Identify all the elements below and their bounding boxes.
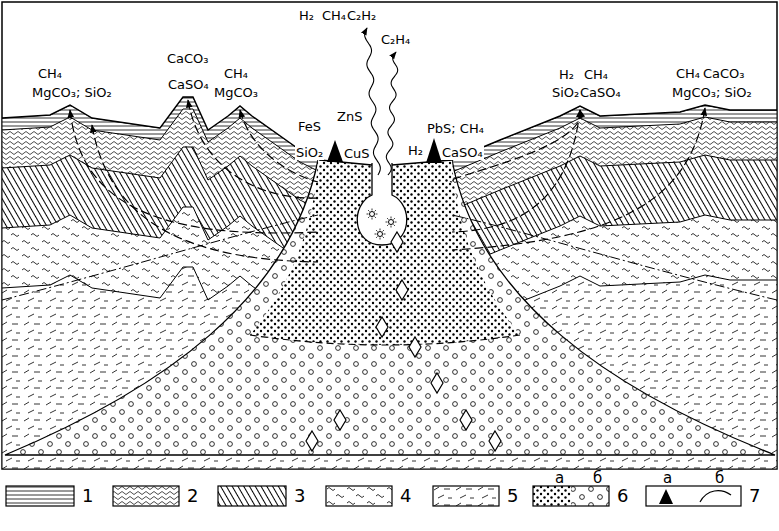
boundary-line — [2, 215, 318, 300]
legend-swatch — [5, 485, 75, 507]
legend-number: 1 — [82, 486, 93, 506]
formula-label: MgCO₃; SiO₂ — [671, 85, 753, 100]
sun-symbol — [375, 229, 386, 240]
legend-letter: а — [662, 471, 673, 486]
legend-number: 4 — [400, 486, 411, 506]
diamond-symbol — [431, 373, 443, 393]
stratum-band — [2, 147, 777, 469]
legend-item: 4 — [325, 485, 411, 507]
formula-label: MgCO₃; SiO₂ — [31, 85, 113, 100]
formula-label: SiO₂ — [295, 145, 324, 160]
ore-cone — [426, 138, 442, 163]
diamond-symbol — [334, 410, 346, 430]
flow-line — [70, 110, 318, 233]
legend-item: 5 — [432, 485, 518, 507]
diamond-symbol — [409, 337, 421, 357]
legend-number: 2 — [187, 486, 198, 506]
intrusion-cone — [5, 160, 775, 455]
boundary-line — [452, 215, 777, 300]
formula-label: CuS — [343, 146, 371, 161]
vent — [357, 163, 407, 245]
legend-item: 1 — [5, 485, 93, 507]
formula-label: H₂ — [298, 8, 315, 23]
flow-line — [92, 125, 318, 262]
legend-item: 3 — [217, 485, 305, 507]
formula-label: H₂ — [558, 67, 575, 82]
legend-swatch — [217, 485, 287, 507]
legend-swatch — [112, 485, 180, 507]
zone-boundary — [250, 335, 520, 345]
formula-label: CaSO₄ — [579, 85, 622, 100]
legend-number: 6 — [617, 486, 628, 506]
legend-letter: а — [554, 471, 565, 486]
frame — [2, 2, 777, 469]
formula-label: CH₄ — [321, 8, 347, 23]
legend-swatch — [432, 485, 500, 507]
formula-label: CH₄ — [675, 66, 701, 81]
legend-swatch — [645, 485, 742, 507]
formula-label: CH₄ — [37, 66, 63, 81]
diamond-symbol — [460, 410, 472, 430]
formula-label: ZnS — [336, 109, 363, 124]
formula-label: CH₄ — [583, 67, 609, 82]
dotted-zone — [250, 160, 520, 345]
legend-swatch — [532, 485, 610, 507]
legend-letter: б — [714, 471, 725, 486]
formula-label: SiO₂ — [551, 85, 580, 100]
formula-label: CaCO₃ — [702, 66, 746, 81]
sun-symbol — [367, 209, 378, 220]
legend-item: 6 — [532, 485, 628, 507]
legend-swatch — [325, 485, 393, 507]
ore-cone — [327, 140, 343, 162]
formula-label: C₂H₄ — [380, 32, 411, 47]
diamond-symbol — [396, 280, 408, 300]
formula-label: FeS — [297, 119, 322, 134]
strata — [2, 97, 777, 469]
formula-label: CaCO₃ — [166, 51, 210, 66]
legend-number: 3 — [294, 486, 305, 506]
stratum-band — [2, 97, 777, 469]
legend-item: 7 — [645, 485, 760, 507]
gas-stream — [386, 52, 397, 175]
diamond-symbol — [489, 431, 501, 451]
diamond-symbol — [306, 431, 318, 451]
formula-label: CaSO₄ — [441, 145, 484, 160]
formula-label: CaSO₄ — [167, 77, 210, 92]
legend-letter: б — [592, 471, 603, 486]
formula-label: MgCO₃ — [213, 85, 259, 100]
legend-number: 7 — [749, 486, 760, 506]
diamond-symbol — [376, 317, 388, 337]
formula-label: H₂ — [407, 143, 424, 158]
sun-symbol — [386, 217, 397, 228]
flow-line — [452, 108, 705, 250]
legend-number: 5 — [507, 486, 518, 506]
formula-label: CH₄ — [223, 66, 249, 81]
diamond-symbol — [391, 232, 403, 252]
legend-item: 2 — [112, 485, 198, 507]
formula-label: PbS; CH₄ — [426, 121, 485, 136]
formula-label: C₂H₂ — [346, 8, 377, 23]
